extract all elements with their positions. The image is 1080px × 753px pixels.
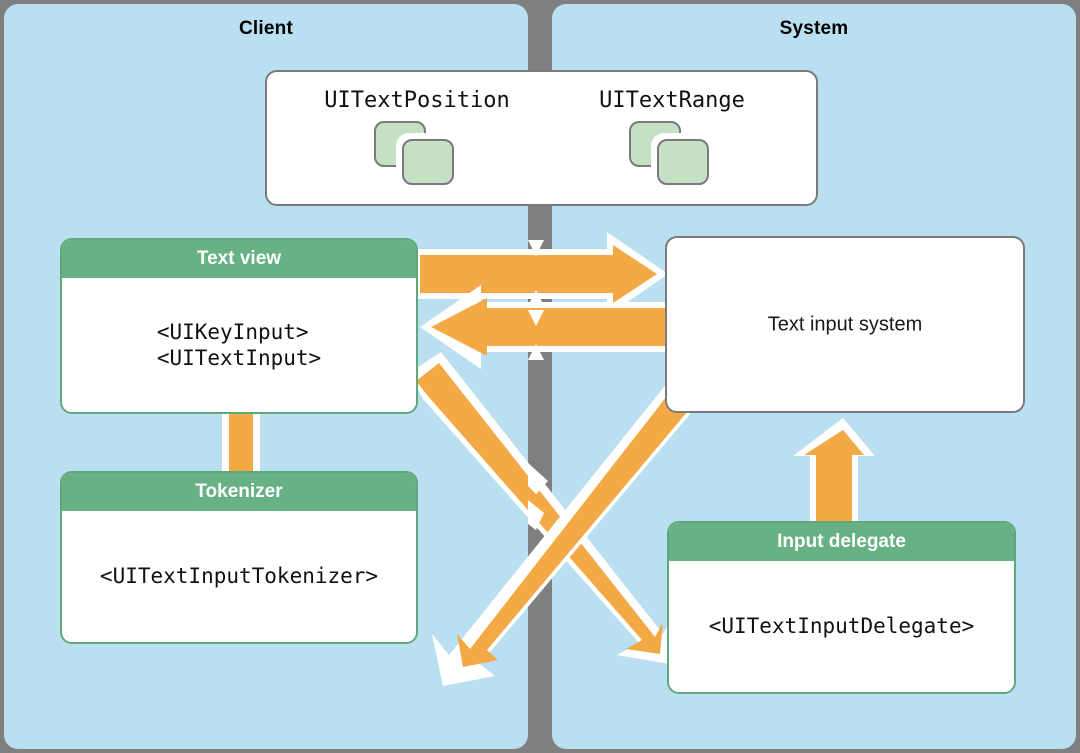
square-front-icon xyxy=(402,139,454,185)
text-view-protocols: <UIKeyInput> <UITextInput> xyxy=(156,319,322,370)
square-front-icon xyxy=(657,139,709,185)
client-panel-title: Client xyxy=(239,18,293,39)
uitextposition-label: UITextPosition xyxy=(324,88,510,113)
stacked-squares-icon xyxy=(372,121,462,189)
uitextrange-object: UITextRange xyxy=(547,88,797,189)
input-delegate-box[interactable]: Input delegate <UITextInputDelegate> xyxy=(667,521,1016,694)
text-input-system-label: Text input system xyxy=(767,313,923,335)
stacked-squares-icon xyxy=(627,121,717,189)
tokenizer-body: <UITextInputTokenizer> xyxy=(62,511,416,642)
text-view-body: <UIKeyInput> <UITextInput> xyxy=(62,278,416,412)
input-delegate-header: Input delegate xyxy=(669,523,1014,561)
tokenizer-box[interactable]: Tokenizer <UITextInputTokenizer> xyxy=(60,471,418,644)
uitextrange-label: UITextRange xyxy=(599,88,745,113)
text-objects-card: UITextPosition UITextRange xyxy=(265,70,818,206)
tokenizer-protocols: <UITextInputTokenizer> xyxy=(99,564,379,589)
text-view-box[interactable]: Text view <UIKeyInput> <UITextInput> xyxy=(60,238,418,414)
tokenizer-header: Tokenizer xyxy=(62,473,416,511)
text-view-header: Text view xyxy=(62,240,416,278)
input-delegate-protocols: <UITextInputDelegate> xyxy=(708,614,975,639)
uitextposition-object: UITextPosition xyxy=(292,88,542,189)
input-delegate-body: <UITextInputDelegate> xyxy=(669,561,1014,692)
divider-notches xyxy=(528,240,548,530)
text-input-system-box[interactable]: Text input system xyxy=(665,236,1025,413)
system-panel-title: System xyxy=(779,18,849,39)
